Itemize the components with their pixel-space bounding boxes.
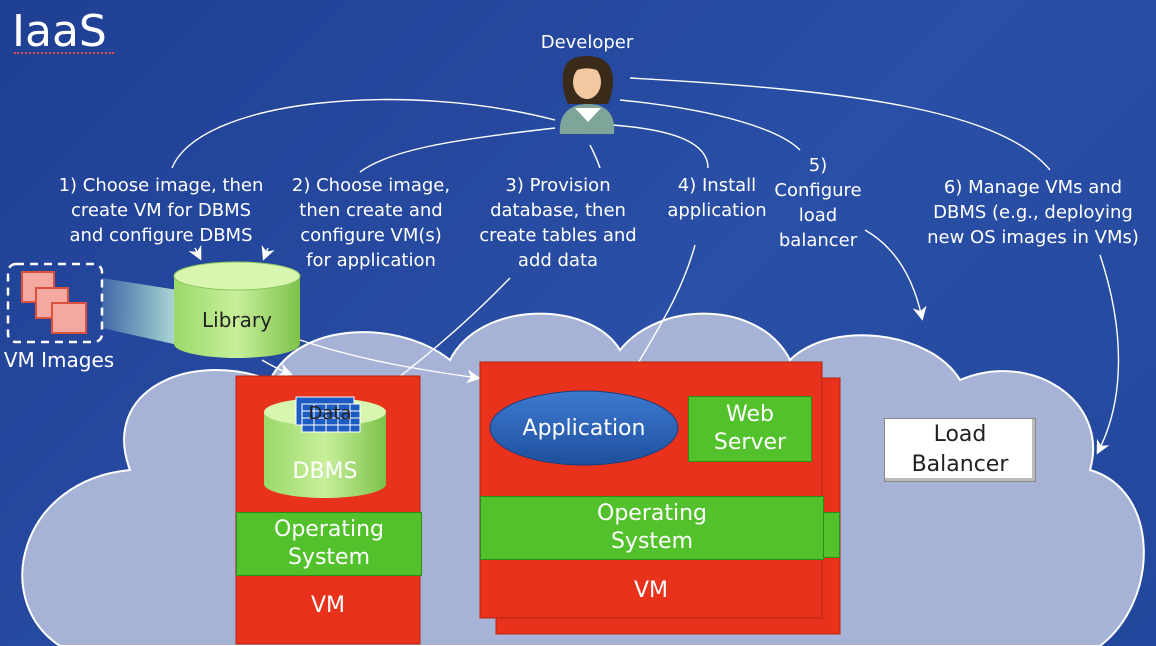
- app-os-box: Operating System: [480, 496, 824, 560]
- connector-step-2-to-library: [261, 245, 275, 261]
- data-label: Data: [308, 402, 352, 424]
- library-label: Library: [202, 308, 272, 332]
- connector-step-1-to-library: [188, 244, 202, 261]
- arrow-step-6: [1096, 254, 1120, 455]
- dbms-label: DBMS: [292, 458, 358, 484]
- developer-person-icon: [559, 56, 615, 134]
- step-3-label: 3) Provision database, then create table…: [479, 175, 637, 271]
- page-title: IaaS: [12, 6, 107, 57]
- connector-step-1: [171, 98, 556, 169]
- connector-step-4: [611, 124, 709, 169]
- arrow-library-to-dbms-vm: [261, 359, 293, 377]
- vm-images-icon: [6, 262, 104, 344]
- step-1-label: 1) Choose image, then create VM for DBMS…: [58, 175, 264, 246]
- dbms-vm-label: VM: [310, 592, 346, 618]
- app-vm-label: VM: [633, 577, 669, 603]
- application-label: Application: [522, 415, 646, 441]
- developer-connectors: [171, 77, 1051, 173]
- library-beam: [102, 278, 178, 345]
- load-balancer-box: Load Balancer: [884, 418, 1036, 482]
- developer-label: Developer: [540, 32, 634, 53]
- connector-step-6: [629, 77, 1051, 171]
- step-6-label: 6) Manage VMs and DBMS (e.g., deploying …: [927, 177, 1139, 248]
- vm-images-label: VM Images: [3, 348, 115, 372]
- application-ellipse: [489, 390, 679, 466]
- connector-step-5: [619, 99, 801, 151]
- connector-step-3: [589, 144, 601, 169]
- step-5-label: 5) Configure load balancer: [774, 155, 862, 251]
- dbms-os-box: Operating System: [236, 512, 422, 576]
- step-2-label: 2) Choose image, then create and configu…: [291, 175, 451, 271]
- arrow-library-to-app-vm: [299, 339, 481, 384]
- arrow-step-5: [864, 229, 927, 321]
- title-spell-underline: [14, 52, 114, 54]
- connector-step-2: [359, 127, 556, 173]
- library-cylinder: [173, 261, 301, 358]
- web-server-box: Web Server: [688, 396, 812, 462]
- step-4-label: 4) Install application: [667, 175, 767, 221]
- app-os-shadow-edge: [822, 512, 840, 558]
- data-table-icon: [295, 396, 361, 433]
